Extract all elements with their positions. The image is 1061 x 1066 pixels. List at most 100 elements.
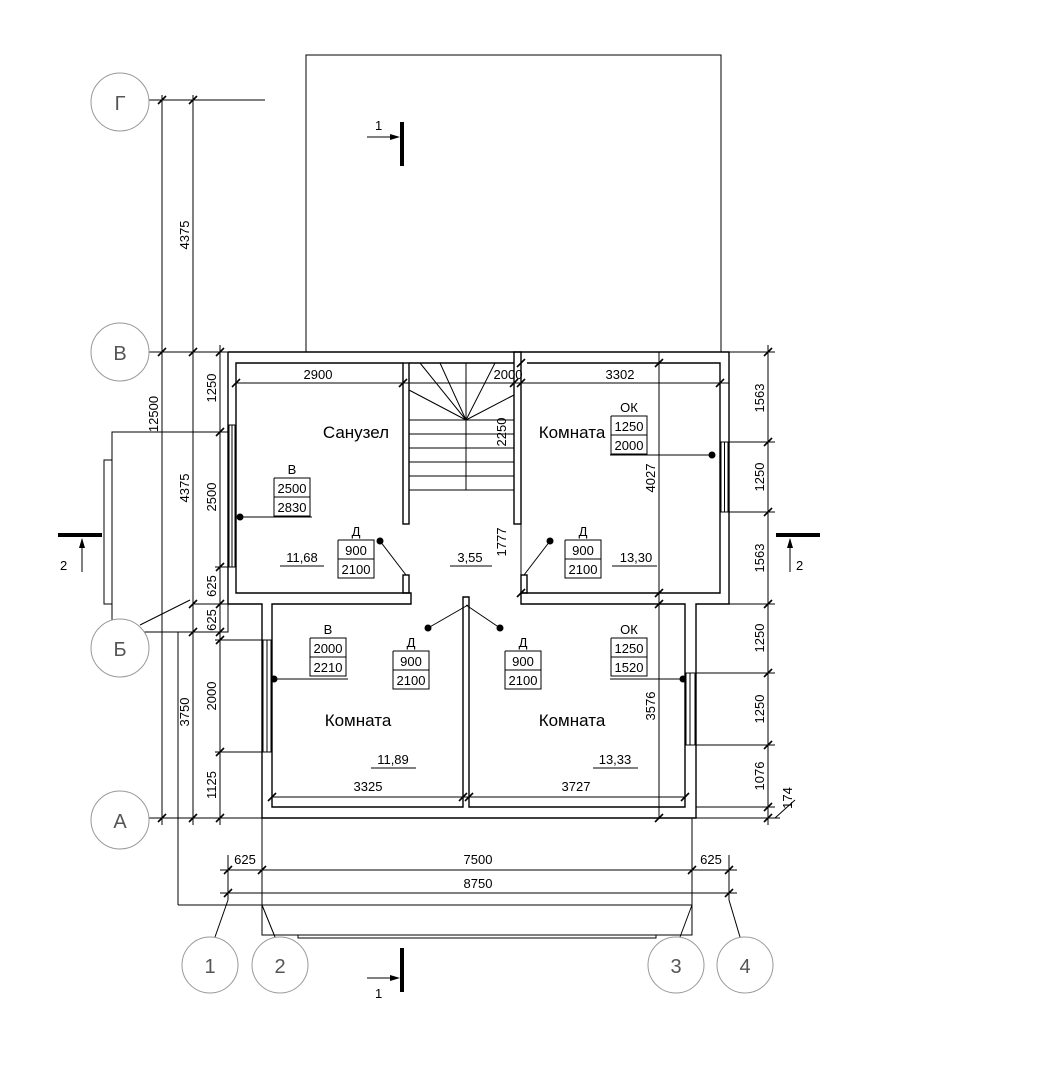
windows (228, 424, 729, 753)
dimension-tick (516, 378, 526, 388)
tag-h: 2000 (615, 438, 644, 453)
room-area: 13,30 (620, 550, 653, 565)
dimension-tick (215, 747, 225, 757)
dimension-tick (464, 792, 474, 802)
dimension-tick (215, 599, 225, 609)
tag-type: Д (579, 524, 588, 539)
dimension-tick (188, 627, 198, 637)
axis-col-label: 4 (739, 956, 750, 978)
tag-w: 2500 (278, 481, 307, 496)
section-marks: 1 1 2 2 (58, 118, 820, 1001)
dim-text: 3727 (562, 779, 591, 794)
walls (227, 351, 730, 819)
dimension-tick (763, 599, 773, 609)
dimension-tick (215, 627, 225, 637)
axis-col-label: 3 (670, 956, 681, 978)
opening-tags: В25002830Д9002100Д9002100ОК12502000В2000… (273, 400, 648, 690)
dimension-tick (654, 599, 664, 609)
tag-leaders (240, 454, 712, 680)
dimension-tick (188, 347, 198, 357)
room-name: Санузел (323, 423, 389, 442)
dim-text: 2000 (494, 367, 523, 382)
dimension-tick (516, 358, 526, 368)
dimension-tick (215, 427, 225, 437)
dim-text: 1777 (494, 528, 509, 557)
dim-text: 12500 (146, 396, 161, 432)
dim-text: 1250 (752, 463, 767, 492)
dim-text: 1250 (204, 374, 219, 403)
dimension-tick (516, 588, 526, 598)
tag-w: 1250 (615, 419, 644, 434)
tag-type: В (288, 462, 297, 477)
dim-text: 1250 (752, 624, 767, 653)
tag-w: 2000 (314, 641, 343, 656)
tag-h: 2100 (342, 562, 371, 577)
tag-type: В (324, 622, 333, 637)
room-area: 11,89 (377, 752, 409, 767)
dimension-tick (763, 668, 773, 678)
dim-text: 3302 (606, 367, 635, 382)
section-label: 1 (375, 118, 382, 133)
axis-col-label: 2 (274, 956, 285, 978)
dim-text: 1250 (752, 695, 767, 724)
axis-row-label: В (113, 343, 126, 365)
dimension-lines (139, 95, 796, 938)
dim-text: 8750 (464, 876, 493, 891)
dim-text: 1563 (752, 544, 767, 573)
terrace-outline (305, 54, 722, 353)
dimension-texts: 2900 2000 3302 2250 4027 1777 3576 3325 … (146, 221, 795, 891)
section-label: 2 (60, 558, 67, 573)
dim-text: 2500 (204, 483, 219, 512)
corridor-area: 3,55 (457, 550, 482, 565)
dimension-tick (654, 588, 664, 598)
room-name: Комната (325, 711, 392, 730)
tag-h: 2100 (509, 673, 538, 688)
dim-text: 4375 (177, 221, 192, 250)
dimension-ticks (157, 95, 773, 898)
dim-text: 174 (780, 787, 795, 809)
dimension-tick (763, 802, 773, 812)
opening-tag: В 2500 2830 (273, 462, 311, 517)
dim-text: 3325 (354, 779, 383, 794)
dimension-tick (724, 888, 734, 898)
bottom-porch (261, 904, 693, 936)
dim-text: 4027 (643, 464, 658, 493)
dimension-tick (763, 347, 773, 357)
room-area: 13,33 (599, 752, 632, 767)
dimension-tick (231, 378, 241, 388)
axis-bubbles: Г В Б А 1 2 3 4 (90, 72, 774, 994)
room-labels: Санузел Комната Комната Комната 11,68 13… (280, 423, 657, 769)
tag-h: 2830 (278, 500, 307, 515)
tag-w: 900 (572, 543, 594, 558)
dim-text: 4375 (177, 474, 192, 503)
tag-w: 900 (512, 654, 534, 669)
section-label: 2 (796, 558, 803, 573)
axis-row-label: Б (113, 639, 126, 661)
dimension-tick (680, 792, 690, 802)
dimension-tick (687, 865, 697, 875)
dimension-tick (257, 865, 267, 875)
axis-row-label: А (113, 811, 127, 833)
staircase (408, 362, 515, 491)
dimension-tick (157, 813, 167, 823)
left-porch (111, 431, 229, 633)
dim-text: 625 (204, 609, 219, 631)
dimension-tick (654, 358, 664, 368)
room-name: Комната (539, 711, 606, 730)
tag-h: 2100 (569, 562, 598, 577)
dimension-tick (458, 792, 468, 802)
dimension-tick (188, 95, 198, 105)
dim-text: 1563 (752, 384, 767, 413)
section-label: 1 (375, 986, 382, 1001)
dimension-tick (188, 599, 198, 609)
dimension-tick (157, 95, 167, 105)
dimension-tick (398, 378, 408, 388)
dim-text: 625 (234, 852, 256, 867)
dim-text: 625 (700, 852, 722, 867)
